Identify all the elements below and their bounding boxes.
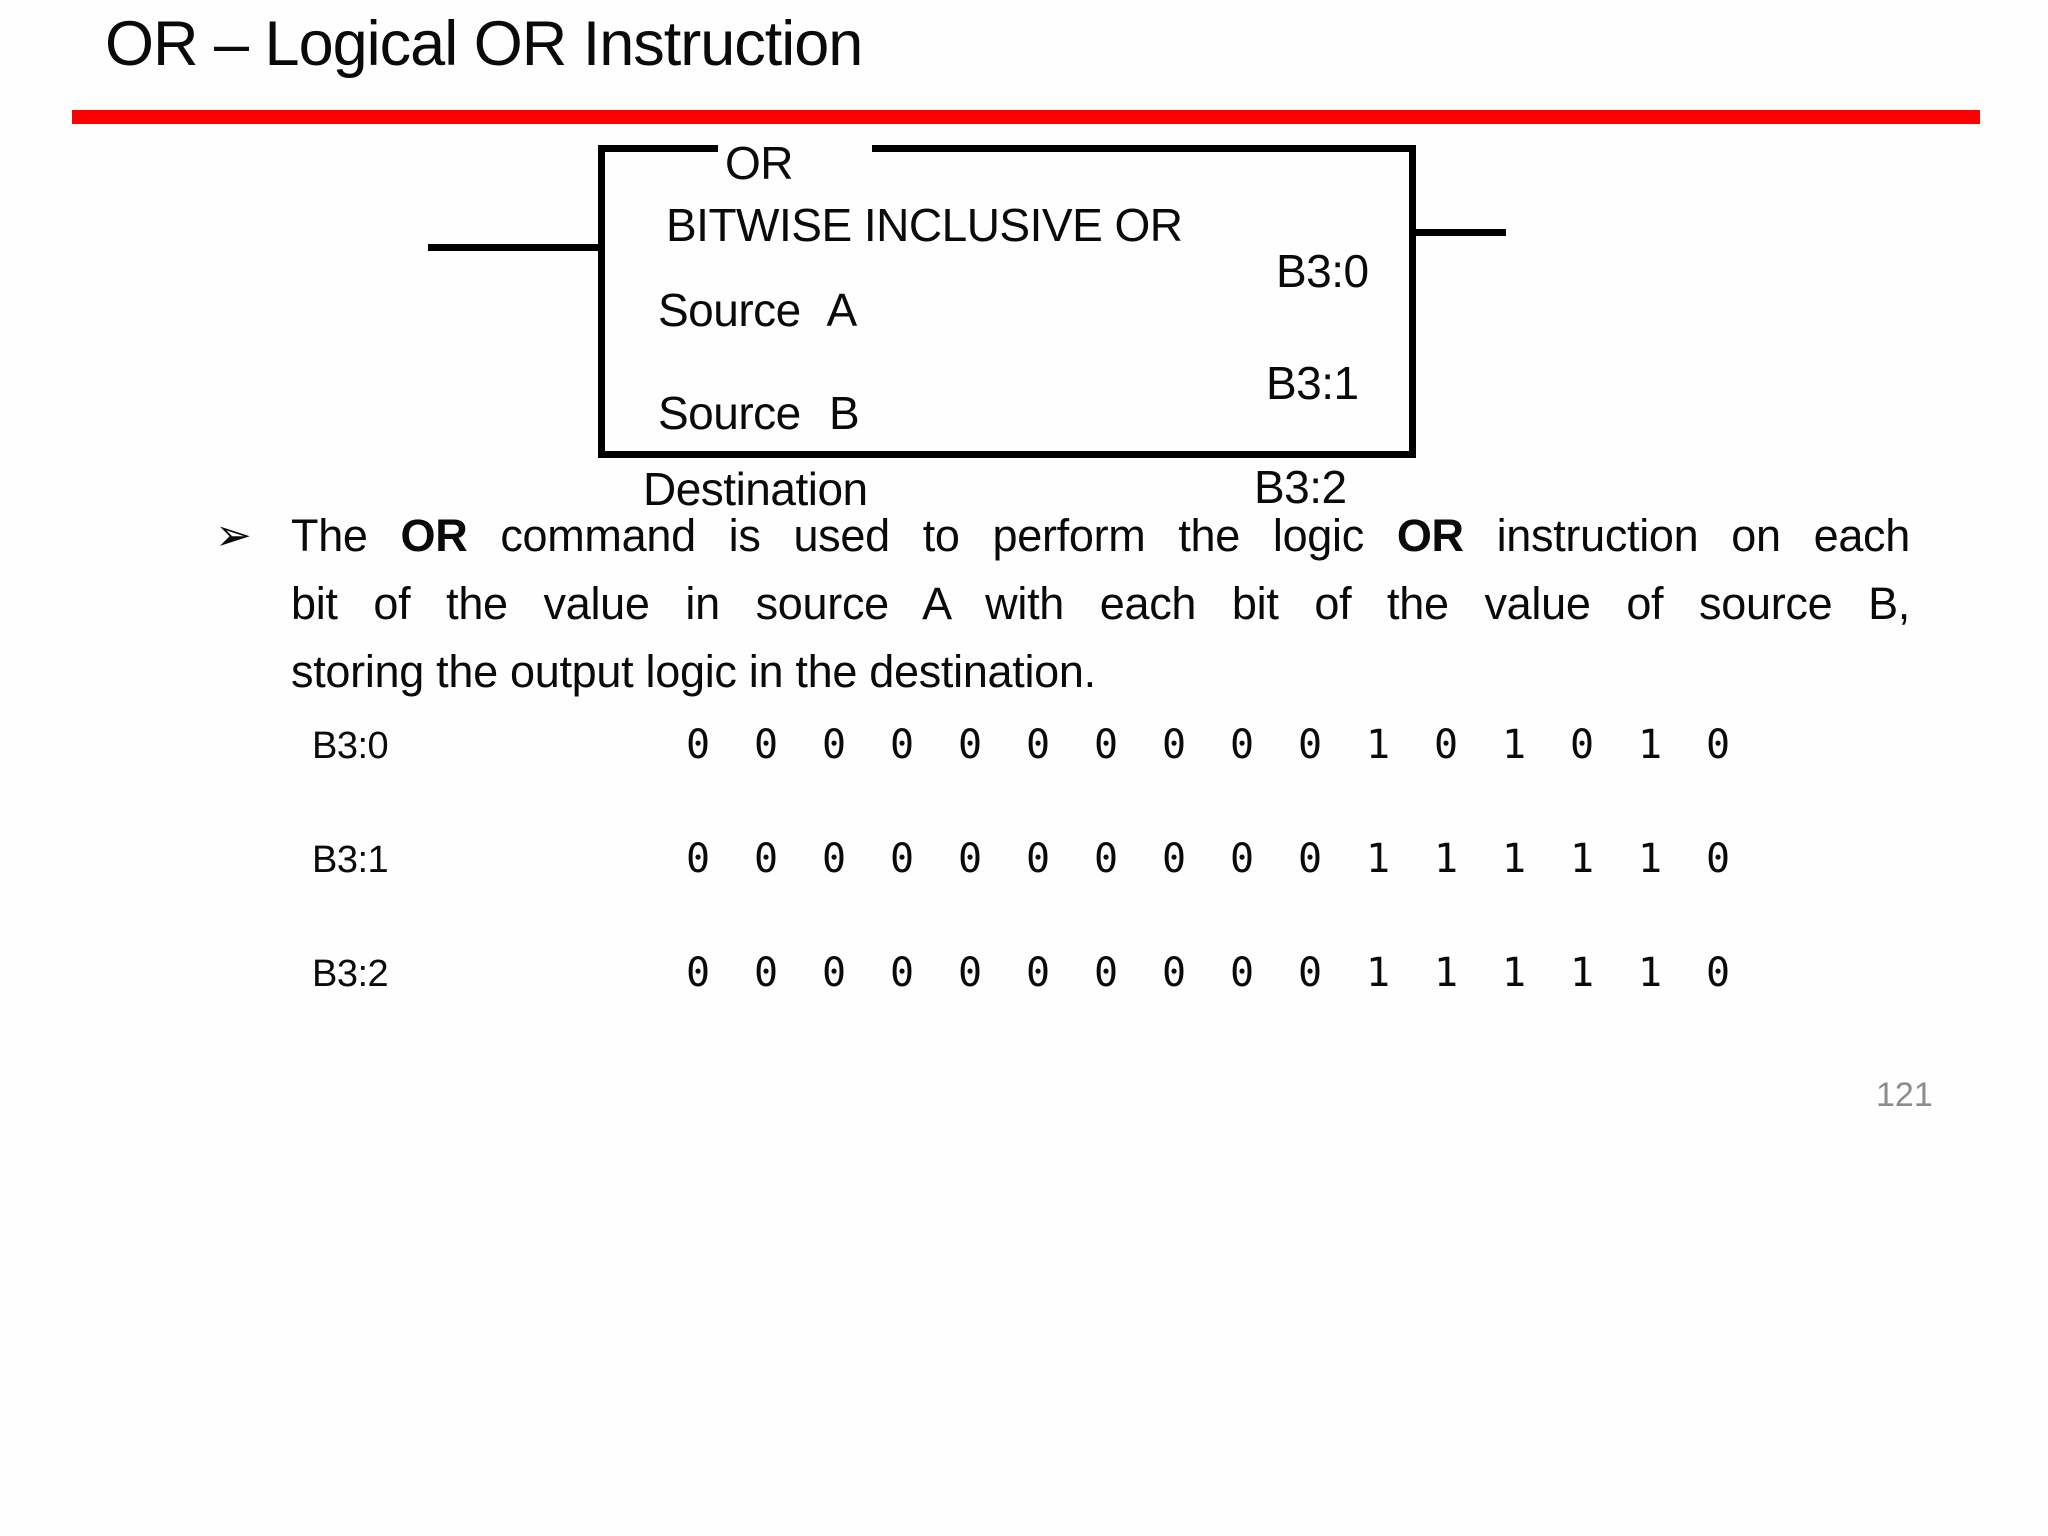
bit-value: 1: [1501, 950, 1527, 996]
bit-value: 0: [1229, 722, 1255, 768]
box-top-border-right: [872, 145, 1416, 152]
bit-value: 1: [1433, 836, 1459, 882]
page-title: OR – Logical OR Instruction: [105, 9, 863, 79]
bit-value: 0: [753, 950, 779, 996]
bullet-text: The OR command is used to perform the lo…: [291, 502, 1910, 706]
bit-value: 0: [685, 950, 711, 996]
bit-value: 0: [1229, 836, 1255, 882]
bit-value: 1: [1433, 950, 1459, 996]
bit-row-label: B3:2: [312, 953, 389, 995]
bit-value: 1: [1569, 836, 1595, 882]
source-a-label: Source A: [658, 284, 857, 336]
bit-value: 0: [1433, 722, 1459, 768]
bit-value: 1: [1365, 836, 1391, 882]
title-underline: [72, 110, 1980, 124]
bit-value: 0: [1705, 836, 1731, 882]
bit-value: 0: [957, 836, 983, 882]
input-rail-line: [428, 244, 598, 251]
bit-value: 0: [1025, 950, 1051, 996]
bullet-line: bit of the value in source A with each b…: [291, 578, 1910, 629]
bit-value: 0: [957, 722, 983, 768]
bit-value: 0: [753, 836, 779, 882]
bit-value: 0: [1161, 836, 1187, 882]
bit-row-label: B3:1: [312, 839, 389, 881]
bit-value: 0: [1705, 722, 1731, 768]
bit-value: 0: [685, 722, 711, 768]
bit-value: 0: [1297, 836, 1323, 882]
destination-value: B3:2: [1254, 461, 1347, 513]
output-rail-line: [1416, 229, 1506, 236]
bit-value: 1: [1569, 950, 1595, 996]
bit-value: 0: [1569, 722, 1595, 768]
bit-value: 0: [1093, 836, 1119, 882]
bit-value: 0: [889, 836, 915, 882]
bit-value: 0: [1161, 950, 1187, 996]
page-number: 121: [1876, 1076, 1933, 1114]
source-b-value: B3:1: [1266, 357, 1359, 409]
bit-value: 0: [1297, 722, 1323, 768]
bit-value: 0: [1161, 722, 1187, 768]
source-a-value: B3:0: [1276, 245, 1369, 297]
bit-value: 0: [821, 836, 847, 882]
bit-value: 0: [753, 722, 779, 768]
bullet-line: The OR command is used to perform the lo…: [291, 510, 1910, 561]
bit-value: 0: [821, 722, 847, 768]
bit-value: 1: [1501, 722, 1527, 768]
bit-value: 0: [889, 950, 915, 996]
bit-value: 1: [1637, 836, 1663, 882]
bit-value: 0: [1297, 950, 1323, 996]
instruction-box: [598, 145, 1416, 458]
bullet-item: ➢ The OR command is used to perform the …: [215, 502, 1910, 706]
destination-label: Destination: [643, 463, 868, 515]
instruction-title: BITWISE INCLUSIVE OR: [666, 199, 1183, 251]
bit-value: 1: [1501, 836, 1527, 882]
bit-value: 1: [1637, 950, 1663, 996]
bit-value: 0: [1093, 722, 1119, 768]
bit-value: 0: [821, 950, 847, 996]
bit-value: 1: [1365, 722, 1391, 768]
bullet-line: storing the output logic in the destinat…: [291, 646, 1096, 697]
instruction-mnemonic: OR: [725, 137, 794, 189]
bit-row-label: B3:0: [312, 725, 389, 767]
bit-value: 0: [1025, 836, 1051, 882]
bit-value: 0: [1025, 722, 1051, 768]
bit-value: 0: [685, 836, 711, 882]
bit-value: 0: [889, 722, 915, 768]
bit-value: 0: [1705, 950, 1731, 996]
bit-value: 0: [957, 950, 983, 996]
bit-value: 1: [1637, 722, 1663, 768]
bit-value: 0: [1093, 950, 1119, 996]
bit-value: 1: [1365, 950, 1391, 996]
bullet-arrow-icon: ➢: [215, 511, 252, 560]
source-b-label: Source B: [658, 387, 860, 439]
bit-value: 0: [1229, 950, 1255, 996]
box-top-border-left: [598, 145, 718, 152]
